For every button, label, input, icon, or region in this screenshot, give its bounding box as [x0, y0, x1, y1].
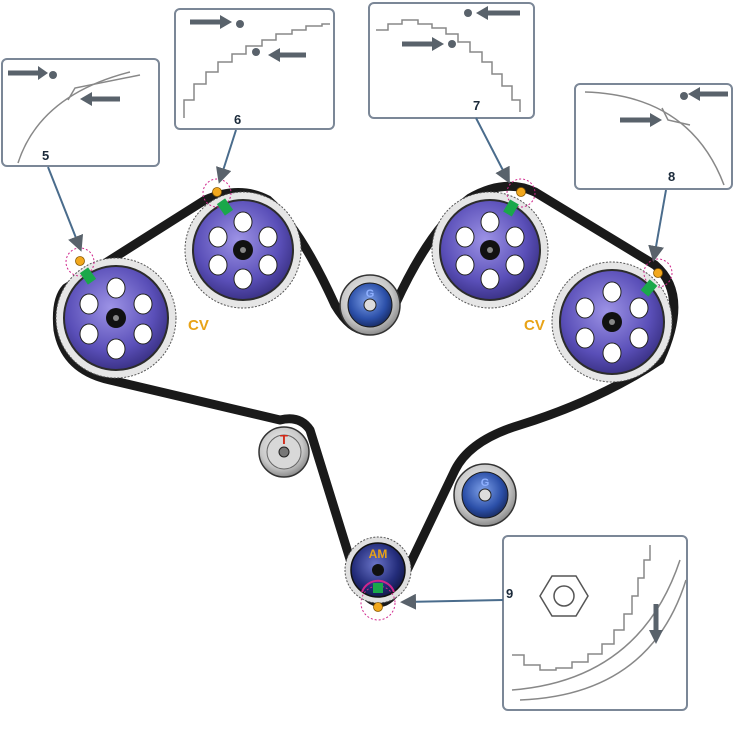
timing-mark-7: [503, 178, 536, 217]
timing-mark-5: [65, 247, 97, 285]
arrow-icon: [80, 92, 120, 106]
idler-label-top: G: [366, 288, 375, 300]
arrow-icon: [8, 66, 48, 80]
callout-number-7: 7: [473, 98, 480, 113]
arrow-icon: [268, 48, 306, 62]
cam-label-right: CV: [524, 317, 545, 334]
callout-number-9: 9: [506, 586, 513, 601]
timing-mark-9: [360, 579, 396, 621]
callout-8: 8: [574, 83, 733, 262]
arrow-icon: [190, 15, 232, 29]
crank-label: AM: [369, 547, 388, 561]
cam-pulley-5: [55, 257, 177, 379]
arrow-icon: [688, 87, 728, 101]
callout-5: 5: [1, 58, 160, 252]
idler-pulley-lower: G: [453, 463, 517, 527]
cam-label-left: CV: [188, 317, 209, 334]
callout-9: 9: [400, 535, 688, 711]
arrow-icon: [476, 6, 520, 20]
tensioner-label: T: [280, 432, 288, 447]
crank-pulley: AM: [344, 536, 412, 604]
callout-6: 6: [174, 8, 335, 184]
callout-number-5: 5: [42, 148, 49, 163]
callout-number-8: 8: [668, 169, 675, 184]
callout-number-6: 6: [234, 112, 241, 127]
idler-label-lower: G: [481, 477, 490, 489]
arrow-icon: [620, 113, 662, 127]
idler-pulley-top: G: [339, 274, 401, 336]
tensioner-pulley: T: [258, 426, 310, 478]
arrow-icon: [402, 37, 444, 51]
arrow-icon: [649, 604, 663, 644]
timing-mark-8: [640, 258, 673, 297]
hex-nut-icon: [539, 575, 589, 617]
cam-pulley-8: [551, 261, 673, 383]
callout-7: 7: [368, 2, 535, 184]
cam-pulley-7: [431, 191, 549, 309]
cam-pulley-6: [184, 191, 302, 309]
